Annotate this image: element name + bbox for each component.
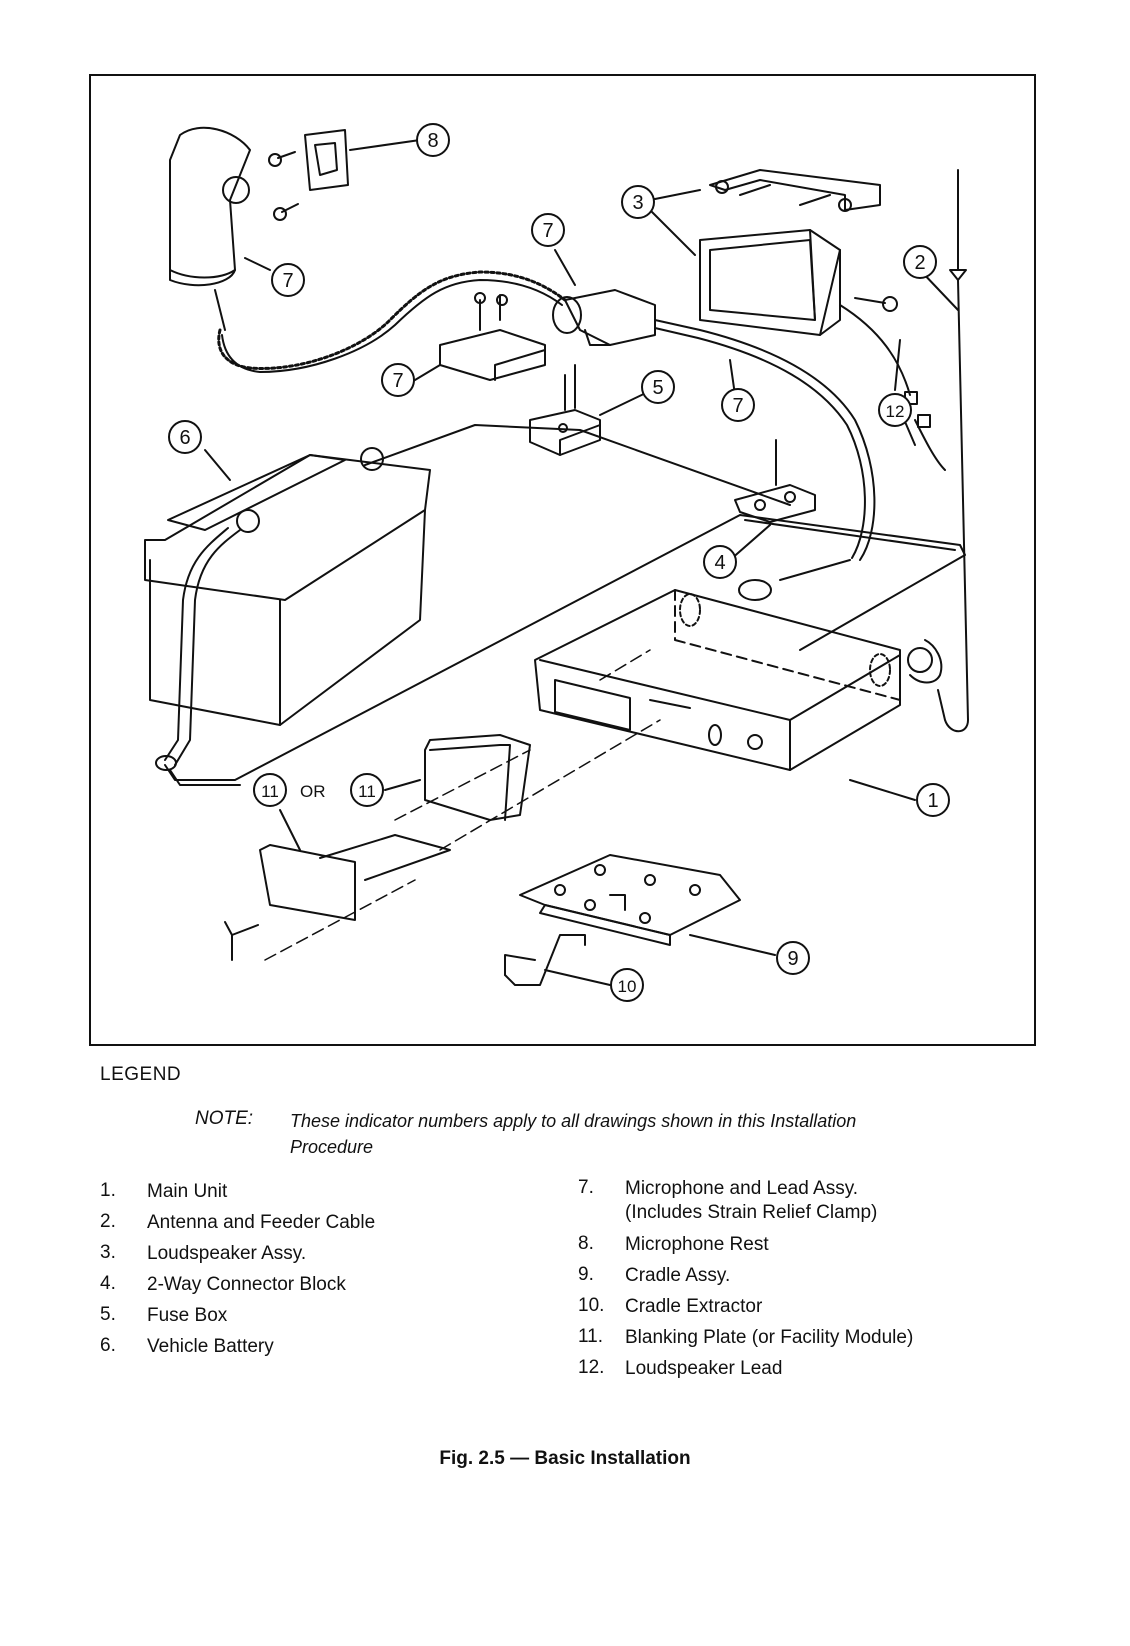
legend-text: 2-Way Connector Block bbox=[147, 1274, 346, 1295]
legend-num: 5. bbox=[100, 1304, 116, 1325]
connector-block bbox=[734, 439, 816, 523]
callout-8: 8 bbox=[427, 130, 438, 152]
microphone bbox=[169, 126, 251, 331]
strain-relief-clamp bbox=[552, 289, 876, 561]
antenna bbox=[907, 169, 969, 733]
callout-3: 3 bbox=[632, 192, 643, 214]
legend-heading: LEGEND bbox=[100, 1064, 182, 1085]
legend-num: 3. bbox=[100, 1242, 116, 1263]
blanking-plate bbox=[224, 834, 451, 961]
callout-7a: 7 bbox=[282, 270, 293, 292]
leader-9 bbox=[689, 934, 776, 956]
installation-diagram: 1 2 3 4 5 6 7 7 7 7 8 9 10 11 11 12 OR bbox=[89, 74, 1036, 1046]
legend-num: 11. bbox=[578, 1326, 604, 1347]
microphone-rest bbox=[268, 129, 349, 221]
legend-num: 2. bbox=[100, 1211, 116, 1232]
legend-text: Microphone and Lead Assy. (Includes Stra… bbox=[625, 1178, 878, 1223]
legend-num: 1. bbox=[100, 1180, 116, 1201]
note-text: These indicator numbers apply to all dra… bbox=[290, 1111, 857, 1157]
leader-11b bbox=[384, 779, 421, 791]
callout-5: 5 bbox=[652, 377, 663, 399]
loudspeaker-bracket bbox=[709, 169, 881, 212]
legend-num: 7. bbox=[578, 1177, 594, 1198]
leader-8 bbox=[349, 139, 421, 151]
legend-text: Fuse Box bbox=[147, 1305, 228, 1326]
main-unit bbox=[534, 589, 901, 771]
clamp-base bbox=[439, 292, 546, 381]
leader-10 bbox=[544, 969, 611, 986]
leader-7a bbox=[244, 257, 271, 271]
callout-6: 6 bbox=[179, 427, 190, 449]
leader-7b bbox=[554, 249, 576, 286]
legend-text: Vehicle Battery bbox=[147, 1336, 274, 1357]
callout-7b: 7 bbox=[542, 220, 553, 242]
legend-text: Loudspeaker Assy. bbox=[147, 1243, 307, 1264]
callout-4: 4 bbox=[714, 552, 725, 574]
callout-9: 9 bbox=[787, 948, 798, 970]
legend-text: Microphone Rest bbox=[625, 1234, 769, 1255]
callout-1: 1 bbox=[927, 790, 938, 812]
or-label: OR bbox=[300, 782, 326, 801]
legend-text: Main Unit bbox=[147, 1181, 228, 1202]
leader-3 bbox=[649, 189, 701, 256]
legend-text: Loudspeaker Lead bbox=[625, 1358, 783, 1379]
leader-1 bbox=[849, 779, 916, 801]
cradle-extractor bbox=[504, 934, 586, 986]
leader-11a bbox=[279, 809, 301, 851]
callout-12: 12 bbox=[886, 402, 905, 421]
callout-7d: 7 bbox=[732, 395, 743, 417]
callout-7c: 7 bbox=[392, 370, 403, 392]
callout-11a: 11 bbox=[261, 782, 279, 801]
power-wiring bbox=[164, 424, 966, 781]
legend-text: Antenna and Feeder Cable bbox=[147, 1212, 376, 1233]
legend-text: Blanking Plate (or Facility Module) bbox=[625, 1327, 914, 1348]
diagram-frame bbox=[89, 74, 1036, 1046]
legend-num: 10. bbox=[578, 1295, 605, 1316]
legend-text: Cradle Assy. bbox=[625, 1265, 731, 1286]
legend-num: 12. bbox=[578, 1357, 605, 1378]
callout-10: 10 bbox=[618, 977, 637, 996]
note-label: NOTE: bbox=[195, 1108, 254, 1129]
facility-module bbox=[424, 734, 531, 821]
legend-num: 8. bbox=[578, 1233, 594, 1254]
legend-text: Cradle Extractor bbox=[625, 1296, 763, 1317]
leader-4 bbox=[729, 524, 771, 561]
fuse-box bbox=[529, 364, 601, 456]
legend-num: 4. bbox=[100, 1273, 116, 1294]
figure-caption: Fig. 2.5 — Basic Installation bbox=[439, 1448, 691, 1469]
legend-num: 6. bbox=[100, 1335, 116, 1356]
leader-7c bbox=[414, 364, 441, 381]
vehicle-battery bbox=[144, 447, 431, 771]
cradle bbox=[519, 854, 741, 946]
microphone-cord bbox=[217, 270, 567, 370]
leader-6 bbox=[204, 449, 231, 481]
legend-num: 9. bbox=[578, 1264, 594, 1285]
loudspeaker bbox=[699, 229, 898, 336]
callout-2: 2 bbox=[914, 252, 925, 274]
callout-11b: 11 bbox=[358, 782, 376, 801]
